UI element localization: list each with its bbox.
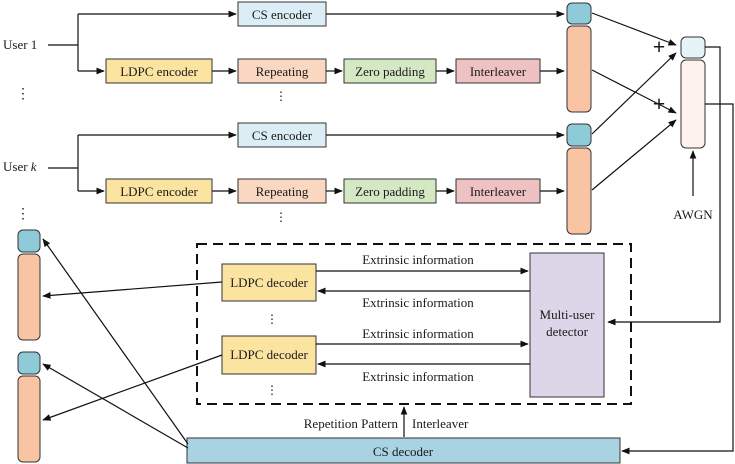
cs-encoder-k-label: CS encoder	[252, 128, 313, 143]
user1-label: User 1	[3, 37, 37, 52]
cs-encoder-1: CS encoder	[237, 1, 327, 27]
userk-packet-body	[566, 147, 592, 235]
user1-packet-header	[566, 2, 592, 25]
repeating-k: Repeating	[237, 178, 327, 204]
ldpc-encoder-k-label: LDPC encoder	[120, 184, 198, 199]
arrow-headerk-to-channel	[591, 52, 677, 135]
userk-prefix: User	[3, 159, 31, 174]
output-packet-1-header	[17, 229, 41, 253]
interleaver-1: Interleaver	[455, 58, 541, 84]
awgn-label: AWGN	[673, 207, 713, 222]
repeating-1-label: Repeating	[256, 64, 309, 79]
ldpc-encoder-1-label: LDPC encoder	[120, 64, 198, 79]
plus-sign-2: +	[653, 91, 666, 116]
repetition-pattern-label: Repetition Pattern	[304, 416, 399, 431]
iterative-receiver-frame	[196, 243, 632, 405]
userk-packet-header	[566, 123, 592, 147]
interleaver-1-label: Interleaver	[470, 64, 527, 79]
arrow-dec1-to-output1	[42, 281, 223, 299]
arrow-dec2-to-output2	[42, 354, 223, 421]
mud-label-line1: Multi-user	[540, 307, 596, 322]
ldpc-encoder-1: LDPC encoder	[105, 58, 213, 84]
repeating-1: Repeating	[237, 58, 327, 84]
output-packet-1	[17, 229, 41, 341]
arrow-bodyk-to-channel	[591, 119, 677, 191]
userk-var: k	[31, 159, 37, 174]
ldpc-decoder-1-label: LDPC decoder	[230, 275, 308, 290]
userk-packet	[566, 123, 592, 235]
extrinsic-label-3: Extrinsic information	[362, 326, 474, 341]
zero-padding-k: Zero padding	[343, 178, 437, 204]
channel-superposition	[680, 36, 706, 149]
repeat-dots-1: ⋮	[275, 89, 287, 103]
ldpc-encoder-k: LDPC encoder	[105, 178, 213, 204]
cs-encoder-k: CS encoder	[237, 122, 327, 148]
zero-padding-1: Zero padding	[343, 58, 437, 84]
ldpc-decoder-2: LDPC decoder	[221, 335, 317, 375]
cs-decoder: CS decoder	[186, 437, 621, 464]
cs-decoder-label: CS decoder	[373, 444, 434, 459]
user-dots-1: ⋮	[16, 87, 30, 102]
interleaver-k: Interleaver	[455, 178, 541, 204]
ldpc-decoder-1: LDPC decoder	[221, 263, 317, 302]
arrow-csdec-to-output2-header	[42, 363, 189, 449]
extrinsic-label-4: Extrinsic information	[362, 369, 474, 384]
decoder-dots-2: ⋮	[266, 383, 278, 397]
zero-padding-k-label: Zero padding	[355, 184, 425, 199]
mud-label-line2: detector	[546, 324, 589, 339]
arrow-body1-to-channel	[591, 69, 677, 114]
user1-packet-body	[566, 25, 592, 113]
multi-user-detector: Multi-user detector	[529, 252, 605, 398]
channel-body-block	[680, 59, 706, 149]
ldpc-decoder-2-label: LDPC decoder	[230, 347, 308, 362]
extrinsic-label-2: Extrinsic information	[362, 295, 474, 310]
interleaver-feedback-label: Interleaver	[412, 416, 469, 431]
arrow-header1-to-channel	[591, 12, 677, 46]
zero-padding-1-label: Zero padding	[355, 64, 425, 79]
user1-packet	[566, 2, 592, 113]
extrinsic-label-1: Extrinsic information	[362, 252, 474, 267]
decoder-dots-1: ⋮	[266, 312, 278, 326]
output-packet-1-body	[17, 253, 41, 341]
userk-label: User k	[3, 159, 37, 174]
output-packet-2-body	[17, 375, 41, 463]
output-packet-2	[17, 351, 41, 463]
repeating-k-label: Repeating	[256, 184, 309, 199]
cs-encoder-1-label: CS encoder	[252, 7, 313, 22]
repeat-dots-2: ⋮	[275, 210, 287, 224]
output-packet-2-header	[17, 351, 41, 375]
arrow-csdec-to-output1-header	[42, 238, 189, 445]
arrow-channel-to-cs-decoder	[621, 103, 734, 455]
plus-sign-1: +	[653, 34, 666, 59]
arrow-channel-to-mud	[607, 46, 721, 326]
channel-header-block	[680, 36, 706, 59]
user-dots-2: ⋮	[16, 207, 30, 222]
interleaver-k-label: Interleaver	[470, 184, 527, 199]
